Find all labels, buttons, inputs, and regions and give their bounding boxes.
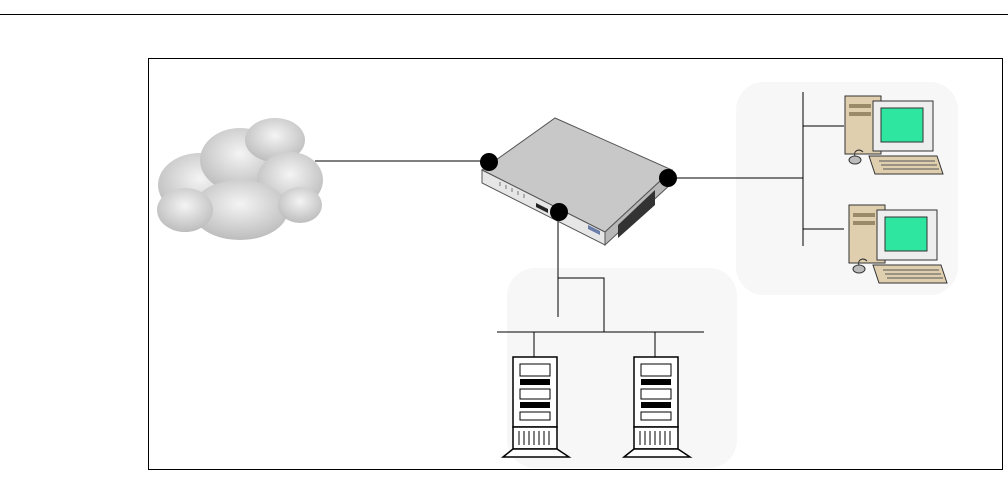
port-dot-wan [480, 153, 498, 171]
router-icon [482, 118, 672, 245]
cloud-icon [157, 118, 323, 240]
port-dot-lan [659, 169, 677, 187]
workstation-icon [849, 205, 947, 283]
workstation-icon [845, 96, 943, 174]
port-dot-dmz [550, 203, 568, 221]
